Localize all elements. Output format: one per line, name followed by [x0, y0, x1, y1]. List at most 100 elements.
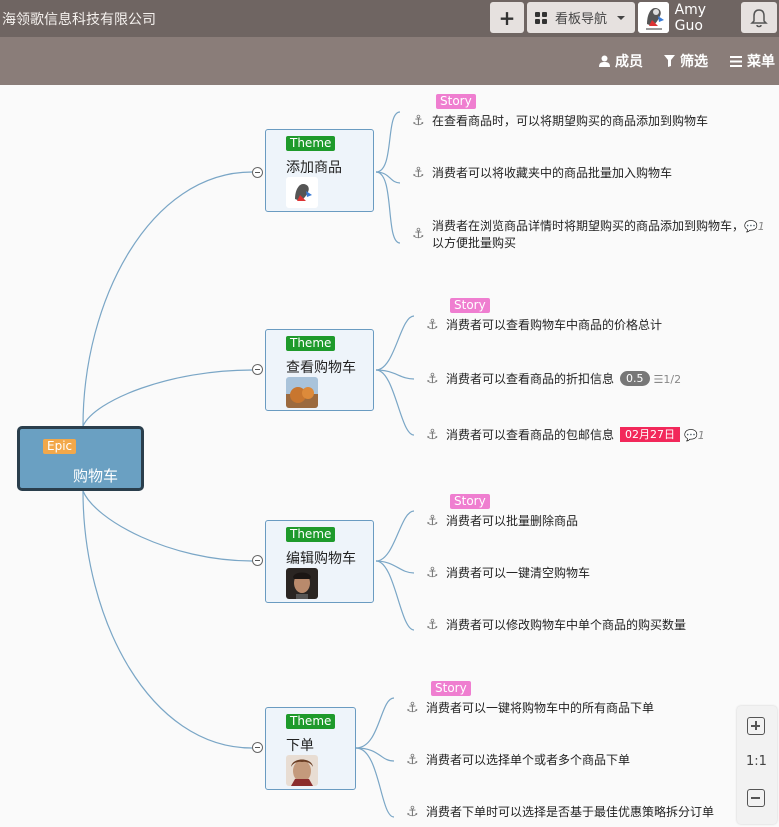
caret-down-icon	[617, 15, 626, 20]
story-tag: Story	[436, 94, 476, 109]
zoom-controls: 1:1	[737, 706, 777, 824]
story-text: 消费者可以将收藏夹中的商品批量加入购物车	[432, 166, 673, 180]
notifications-button[interactable]	[741, 2, 777, 33]
zoom-out-button[interactable]	[747, 789, 765, 807]
link-epic-theme2	[82, 369, 253, 427]
filter-button[interactable]: 筛选	[664, 51, 708, 71]
zoom-reset-button[interactable]: 1:1	[746, 754, 767, 769]
story-card[interactable]: ⚓ 消费者可以查看商品的折扣信息 0.5 ☰1/2	[426, 371, 681, 388]
zoom-in-button[interactable]	[747, 717, 765, 735]
anchor-icon: ⚓	[426, 317, 439, 333]
estimate-badge: 0.5	[620, 371, 650, 386]
grid-icon	[535, 11, 547, 24]
anchor-icon: ⚓	[426, 513, 439, 529]
user-menu[interactable]: Amy Guo	[638, 1, 738, 34]
user-name: Amy Guo	[674, 1, 707, 34]
story-text: 消费者可以查看商品的包邮信息	[446, 428, 615, 442]
board-nav-dropdown[interactable]: 看板导航	[527, 2, 635, 33]
story-card[interactable]: ⚓ 消费者可以查看商品的包邮信息 02月27日 💬1	[426, 427, 705, 444]
theme-title: 下单	[286, 738, 314, 754]
task-progress: ☰1/2	[653, 373, 682, 386]
story-text: 消费者可以修改购物车中单个商品的购买数量	[446, 618, 687, 632]
story-card[interactable]: ⚓ 在查看商品时，可以将期望购买的商品添加到购物车	[412, 113, 708, 130]
anchor-icon: ⚓	[412, 165, 425, 181]
story-text: 消费者可以选择单个或者多个商品下单	[426, 753, 631, 767]
collapse-toggle[interactable]	[252, 742, 263, 753]
story-text: 消费者下单时可以选择是否基于最佳优惠策略拆分订单	[426, 805, 715, 819]
anchor-icon: ⚓	[426, 617, 439, 633]
bell-icon	[750, 8, 768, 27]
story-text: 消费者在浏览商品详情时将期望购买的商品添加到购物车，	[432, 219, 745, 233]
anchor-icon: ⚓	[426, 371, 439, 387]
collapse-toggle[interactable]	[252, 364, 263, 375]
theme-avatar	[286, 177, 318, 208]
anchor-icon: ⚓	[406, 700, 419, 716]
link-epic-theme4	[82, 490, 253, 749]
theme-title: 添加商品	[286, 160, 342, 176]
due-date-badge: 02月27日	[620, 427, 681, 442]
story-card[interactable]: ⚓ 消费者可以查看购物车中商品的价格总计	[426, 317, 662, 334]
top-bar: 海领歌信息科技有限公司 + 看板导航 Amy Guo	[0, 0, 779, 37]
story-card[interactable]: ⚓ 消费者可以批量删除商品	[426, 513, 578, 530]
comment-count[interactable]: 💬1	[684, 429, 705, 442]
link-t1-s1	[375, 111, 401, 173]
anchor-icon: ⚓	[426, 565, 439, 581]
theme-node-1[interactable]: Theme 添加商品	[265, 129, 374, 212]
collapse-toggle[interactable]	[252, 555, 263, 566]
board-nav-label: 看板导航	[555, 12, 608, 27]
theme-tag: Theme	[286, 527, 336, 542]
anchor-icon: ⚓	[426, 427, 439, 443]
story-card[interactable]: ⚓ 消费者可以一键将购物车中的所有商品下单	[406, 700, 654, 717]
user-icon	[599, 55, 610, 67]
checklist-icon: ☰	[653, 373, 664, 386]
epic-title: 购物车	[73, 467, 119, 485]
theme-image	[286, 377, 318, 408]
theme-tag: Theme	[286, 336, 336, 351]
avatar	[638, 2, 669, 33]
story-text: 消费者可以一键清空购物车	[446, 566, 591, 580]
comment-icon: 💬	[744, 220, 758, 233]
theme-avatar	[286, 755, 318, 786]
story-card[interactable]: ⚓ 消费者下单时可以选择是否基于最佳优惠策略拆分订单	[406, 804, 714, 821]
anchor-icon: ⚓	[412, 113, 425, 129]
theme-title: 编辑购物车	[286, 551, 356, 567]
comment-icon: 💬	[684, 429, 698, 442]
hamburger-icon	[730, 55, 742, 67]
story-tag: Story	[431, 681, 471, 696]
company-name: 海领歌信息科技有限公司	[2, 12, 156, 28]
theme-node-3[interactable]: Theme 编辑购物车	[265, 520, 374, 603]
theme-title: 查看购物车	[286, 360, 356, 376]
story-text: 消费者可以一键将购物车中的所有商品下单	[426, 701, 655, 715]
story-tag: Story	[450, 298, 490, 313]
filter-icon	[664, 55, 675, 67]
story-text: 消费者可以批量删除商品	[446, 514, 579, 528]
story-card[interactable]: ⚓ 消费者在浏览商品详情时将期望购买的商品添加到购物车， 以方便批量购买 💬1	[412, 218, 765, 252]
members-label: 成员	[615, 54, 643, 70]
link-epic-theme1	[82, 171, 253, 427]
collapse-toggle[interactable]	[252, 167, 263, 178]
theme-node-4[interactable]: Theme 下单	[265, 707, 356, 790]
add-button[interactable]: +	[490, 2, 524, 33]
story-card[interactable]: ⚓ 消费者可以选择单个或者多个商品下单	[406, 752, 630, 769]
story-card[interactable]: ⚓ 消费者可以一键清空购物车	[426, 565, 590, 582]
link-epic-theme3	[82, 490, 253, 562]
theme-avatar	[286, 568, 318, 599]
epic-node[interactable]: Epic 购物车	[17, 426, 144, 491]
sub-toolbar: 成员 筛选 菜单	[0, 37, 779, 85]
menu-button[interactable]: 菜单	[730, 51, 775, 71]
theme-tag: Theme	[286, 714, 336, 729]
menu-label: 菜单	[747, 54, 775, 70]
story-text-line2: 以方便批量购买	[432, 236, 517, 250]
anchor-icon: ⚓	[406, 752, 419, 768]
story-text: 消费者可以查看商品的折扣信息	[446, 372, 615, 386]
theme-node-2[interactable]: Theme 查看购物车	[265, 329, 374, 411]
members-button[interactable]: 成员	[599, 51, 643, 71]
story-text: 在查看商品时，可以将期望购买的商品添加到购物车	[432, 114, 709, 128]
story-card[interactable]: ⚓ 消费者可以修改购物车中单个商品的购买数量	[426, 617, 686, 634]
filter-label: 筛选	[680, 54, 708, 70]
comment-count[interactable]: 💬1	[744, 220, 765, 233]
theme-tag: Theme	[286, 136, 336, 151]
story-card[interactable]: ⚓ 消费者可以将收藏夹中的商品批量加入购物车	[412, 165, 672, 182]
